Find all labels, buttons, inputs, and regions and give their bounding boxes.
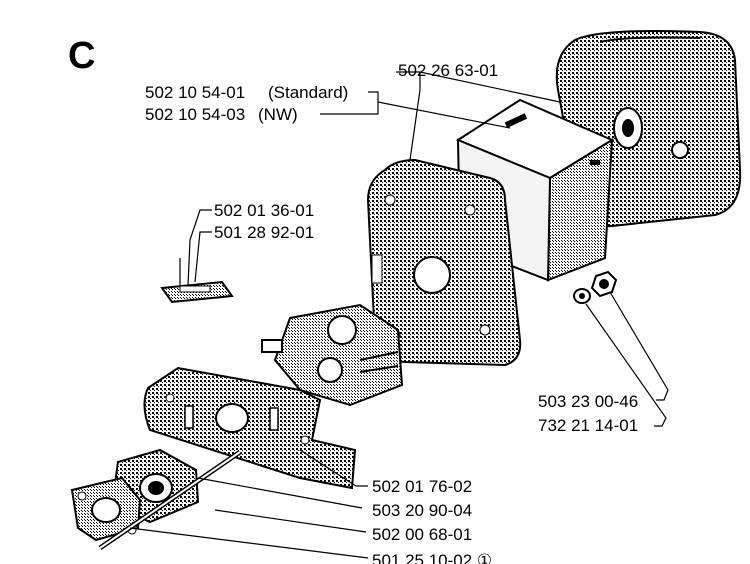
- label-clip-a: 502 01 36-01: [214, 201, 314, 220]
- label-cover: 502 26 63-01: [398, 61, 498, 80]
- section-letter: C: [68, 35, 95, 77]
- label-intake-c: 501 25 10-02 ①: [372, 551, 492, 564]
- nut-icon: [590, 270, 618, 298]
- label-filter-nw: 502 10 54-03: [145, 105, 245, 124]
- gasket-icon: [70, 476, 142, 542]
- filter-holder-plate-icon: [366, 158, 522, 367]
- label-intake-a: 503 20 90-04: [372, 501, 472, 520]
- stud-icon: [98, 449, 242, 551]
- heat-shield-icon: [143, 366, 357, 490]
- label-filter-nw-note: (NW): [258, 105, 298, 124]
- label-nut-a: 503 23 00-46: [538, 392, 638, 411]
- label-clip-b: 501 28 92-01: [214, 223, 314, 242]
- label-filter-standard: 502 10 54-01: [145, 83, 245, 102]
- label-intake-b: 502 00 68-01: [372, 525, 472, 544]
- label-plate: 502 01 76-02: [372, 477, 472, 496]
- carburetor-icon: [261, 303, 404, 407]
- label-nut-b: 732 21 14-01: [538, 416, 638, 435]
- label-filter-standard-note: (Standard): [268, 83, 348, 102]
- filter-clip-icon: [160, 280, 234, 304]
- washer-icon: [573, 288, 591, 304]
- leader-lines: [129, 71, 669, 559]
